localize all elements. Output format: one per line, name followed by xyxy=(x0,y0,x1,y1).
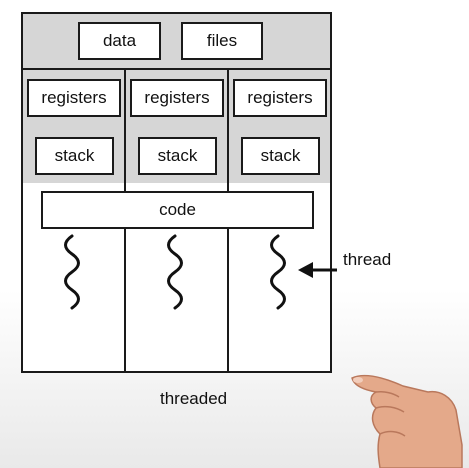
registers-box: registers xyxy=(130,79,224,117)
files-box: files xyxy=(181,22,263,60)
thread-wave-2 xyxy=(167,234,183,310)
registers-box: registers xyxy=(27,79,121,117)
stack-box: stack xyxy=(241,137,320,175)
code-box: code xyxy=(41,191,314,229)
registers-box: registers xyxy=(233,79,327,117)
thread-label: thread xyxy=(343,250,392,269)
thread-wave-1 xyxy=(64,234,80,310)
data-box: data xyxy=(78,22,161,60)
row-divider xyxy=(21,68,332,70)
stack-box: stack xyxy=(138,137,217,175)
thread-wave-3 xyxy=(270,234,286,310)
pointing-hand-icon xyxy=(351,374,463,468)
diagram-caption: threaded xyxy=(160,389,228,408)
stack-box: stack xyxy=(35,137,114,175)
thread-arrow xyxy=(298,262,337,278)
